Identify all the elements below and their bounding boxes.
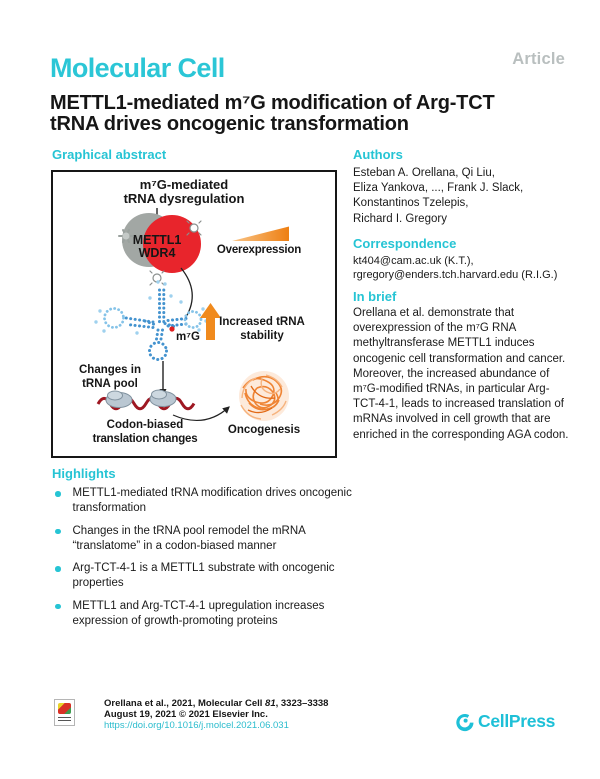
enzyme-label-wdr4: WDR4	[139, 246, 176, 260]
cellpress-swirl-icon	[456, 713, 474, 731]
graphical-abstract-figure: m⁷G-mediated tRNA dysregulation METTL1 W…	[51, 170, 337, 458]
citation-line1: Orellana et al., 2021, Molecular Cell 81…	[104, 698, 329, 709]
highlights-list: METTL1-mediated tRNA modification drives…	[52, 486, 372, 636]
highlight-text: METTL1 and Arg-TCT-4-1 upregulation incr…	[72, 599, 325, 627]
overexpression-label: Overexpression	[217, 244, 301, 256]
figure-heading-line2: tRNA dysregulation	[124, 191, 245, 206]
mrna-wave	[96, 396, 196, 411]
highlight-text: Changes in the tRNA pool remodel the mRN…	[72, 524, 306, 552]
doi-link[interactable]: https://doi.org/10.1016/j.molcel.2021.06…	[104, 720, 289, 731]
badge-text-lines	[58, 717, 71, 722]
figure-heading-line1: m⁷G-mediated	[140, 177, 228, 192]
highlight-text: Arg-TCT-4-1 is a METTL1 substrate with o…	[72, 562, 335, 589]
oncogenesis-label: Oncogenesis	[228, 424, 300, 436]
mrna-translation	[96, 389, 196, 411]
pool-label-line1: Changes in	[79, 364, 141, 376]
authors-list: Esteban A. Orellana, Qi Liu, Eliza Yanko…	[353, 166, 523, 227]
graphical-abstract-heading: Graphical abstract	[52, 147, 167, 162]
stability-up-arrow: Increased tRNA stability	[200, 303, 305, 342]
cellpress-logo-text: CellPress	[478, 711, 556, 731]
codon-label-line1: Codon-biased	[107, 419, 184, 431]
cellpress-logo: CellPress	[455, 711, 555, 732]
article-type-label: Article	[512, 50, 565, 68]
highlight-text: METTL1-mediated tRNA modification drives…	[72, 487, 352, 514]
overexpression-wedge: Overexpression	[217, 226, 301, 256]
journal-cover-badge-icon[interactable]	[54, 699, 75, 726]
author-line: Eliza Yankova, ..., Frank J. Slack,	[353, 182, 524, 195]
mettl1-wdr4-complex: METTL1 WDR4	[122, 213, 201, 273]
citation-volume: 81	[265, 698, 276, 709]
correspondence-heading: Correspondence	[353, 236, 457, 251]
graphical-abstract-canvas: m⁷G-mediated tRNA dysregulation METTL1 W…	[79, 177, 305, 445]
correspondence-email[interactable]: rgregory@enders.tch.harvard.edu (R.I.G.)	[353, 269, 558, 281]
authors-heading: Authors	[353, 147, 403, 162]
ribosome	[149, 389, 177, 407]
highlights-heading: Highlights	[52, 466, 116, 481]
highlight-item: Changes in the tRNA pool remodel the mRN…	[52, 524, 372, 554]
curved-arrow	[172, 406, 230, 422]
highlight-item: METTL1 and Arg-TCT-4-1 upregulation incr…	[52, 599, 372, 629]
enzyme-label-mettl1: METTL1	[133, 233, 182, 247]
in-brief-heading: In brief	[353, 289, 397, 304]
trna-cloverleaf	[94, 280, 208, 361]
paper-title-line2: tRNA drives oncogenic transformation	[50, 113, 409, 135]
bullet-icon	[55, 603, 61, 609]
author-line: Richard I. Gregory	[353, 212, 447, 225]
author-line: Esteban A. Orellana, Qi Liu,	[353, 167, 495, 179]
bullet-icon	[55, 491, 61, 497]
author-line: Konstantinos Tzelepis,	[353, 197, 469, 210]
stability-label-line2: stability	[240, 330, 284, 342]
correspondence-emails: kt404@cam.ac.uk (K.T.), rgregory@enders.…	[353, 254, 557, 282]
bullet-icon	[55, 566, 61, 572]
codon-label-line2: translation changes	[93, 433, 198, 445]
oncogenesis-ball	[239, 371, 289, 421]
bullet-icon	[55, 528, 61, 534]
stability-label-line1: Increased tRNA	[219, 316, 305, 328]
ribosome	[105, 390, 133, 408]
m7g-label: m⁷G	[176, 331, 200, 343]
badge-emblem-icon	[58, 703, 71, 714]
m7g-modification-mark: m⁷G	[169, 326, 200, 343]
in-brief-text: Orellana et al. demonstrate that overexp…	[353, 307, 569, 441]
correspondence-email[interactable]: kt404@cam.ac.uk (K.T.),	[353, 255, 474, 267]
pool-label-line2: tRNA pool	[82, 378, 138, 390]
connector-curve	[180, 267, 193, 318]
citation-line2: August 19, 2021 © 2021 Elsevier Inc.	[104, 709, 268, 720]
highlight-item: Arg-TCT-4-1 is a METTL1 substrate with o…	[52, 561, 372, 591]
citation-block: Orellana et al., 2021, Molecular Cell 81…	[104, 698, 328, 731]
highlight-item: METTL1-mediated tRNA modification drives…	[52, 486, 372, 516]
journal-logo: Molecular Cell	[50, 53, 225, 83]
paper-title: METTL1-mediated m⁷G modification of Arg-…	[50, 93, 570, 135]
paper-title-line1: METTL1-mediated m⁷G modification of Arg-…	[50, 92, 495, 114]
